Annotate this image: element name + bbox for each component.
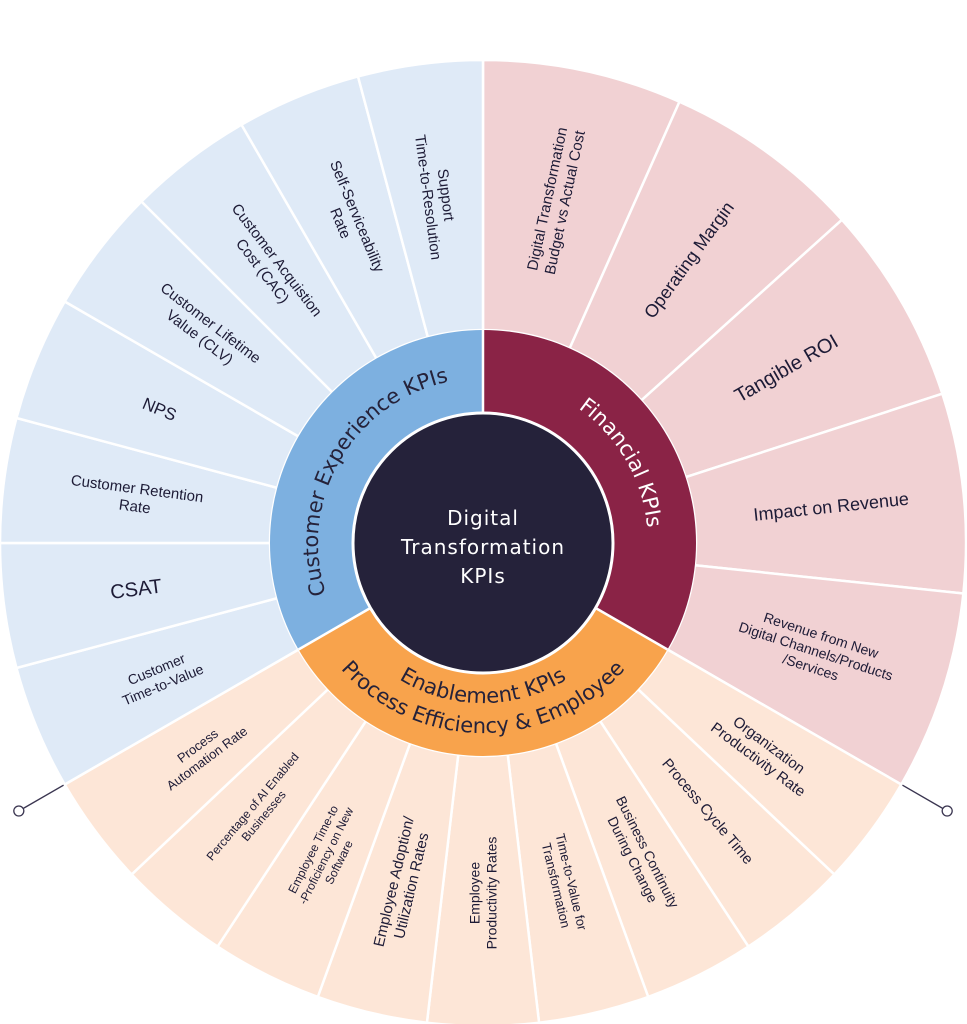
center-title-line: KPIs: [460, 564, 506, 588]
kpi-label-line: Support: [434, 168, 458, 223]
kpi-label-line: Rate: [118, 496, 152, 517]
kpi-label-line: Productivity Rates: [483, 837, 499, 950]
kpi-segment-customer: Customer AcquistionCost (CAC): [139, 123, 379, 395]
kpi-label-line: Employee: [467, 862, 483, 924]
ring-divider: [297, 606, 372, 651]
kpi-segment-customer: SupportTime-to-Resolution: [356, 58, 485, 339]
kpi-segment-customer: Self-ServiceabilityRate: [239, 74, 430, 361]
kpi-segment-process: Business ContinuityDuring Change: [554, 719, 751, 999]
axis-end-circle-icon: [941, 805, 953, 817]
center-title-line: Digital: [447, 506, 519, 530]
kpi-segment-process: OrganizationProductivity Rate: [636, 647, 903, 877]
kpi-label: EmployeeProductivity Rates: [467, 837, 500, 950]
process-category-sector: [298, 608, 668, 757]
kpi-segment-financial: Tangible ROI: [639, 218, 944, 479]
financial-category-sector: [483, 330, 696, 650]
kpi-segment-process: Employee Time-to-Proficiency on NewSoftw…: [215, 719, 412, 999]
outer-ring: Digital TransformationBudget vs Actual C…: [0, 58, 967, 1024]
axis-end-circle-icon: [13, 805, 25, 817]
customer-category-sector: [270, 330, 483, 650]
kpi-segment-customer: Customer LifetimeValue (CLV): [63, 199, 335, 439]
kpi-segment-process: ProcessAutomation Rate: [63, 647, 330, 877]
ring-divider: [594, 606, 669, 651]
center-title-line: Transformation: [400, 535, 565, 559]
center-circle: [351, 411, 615, 675]
